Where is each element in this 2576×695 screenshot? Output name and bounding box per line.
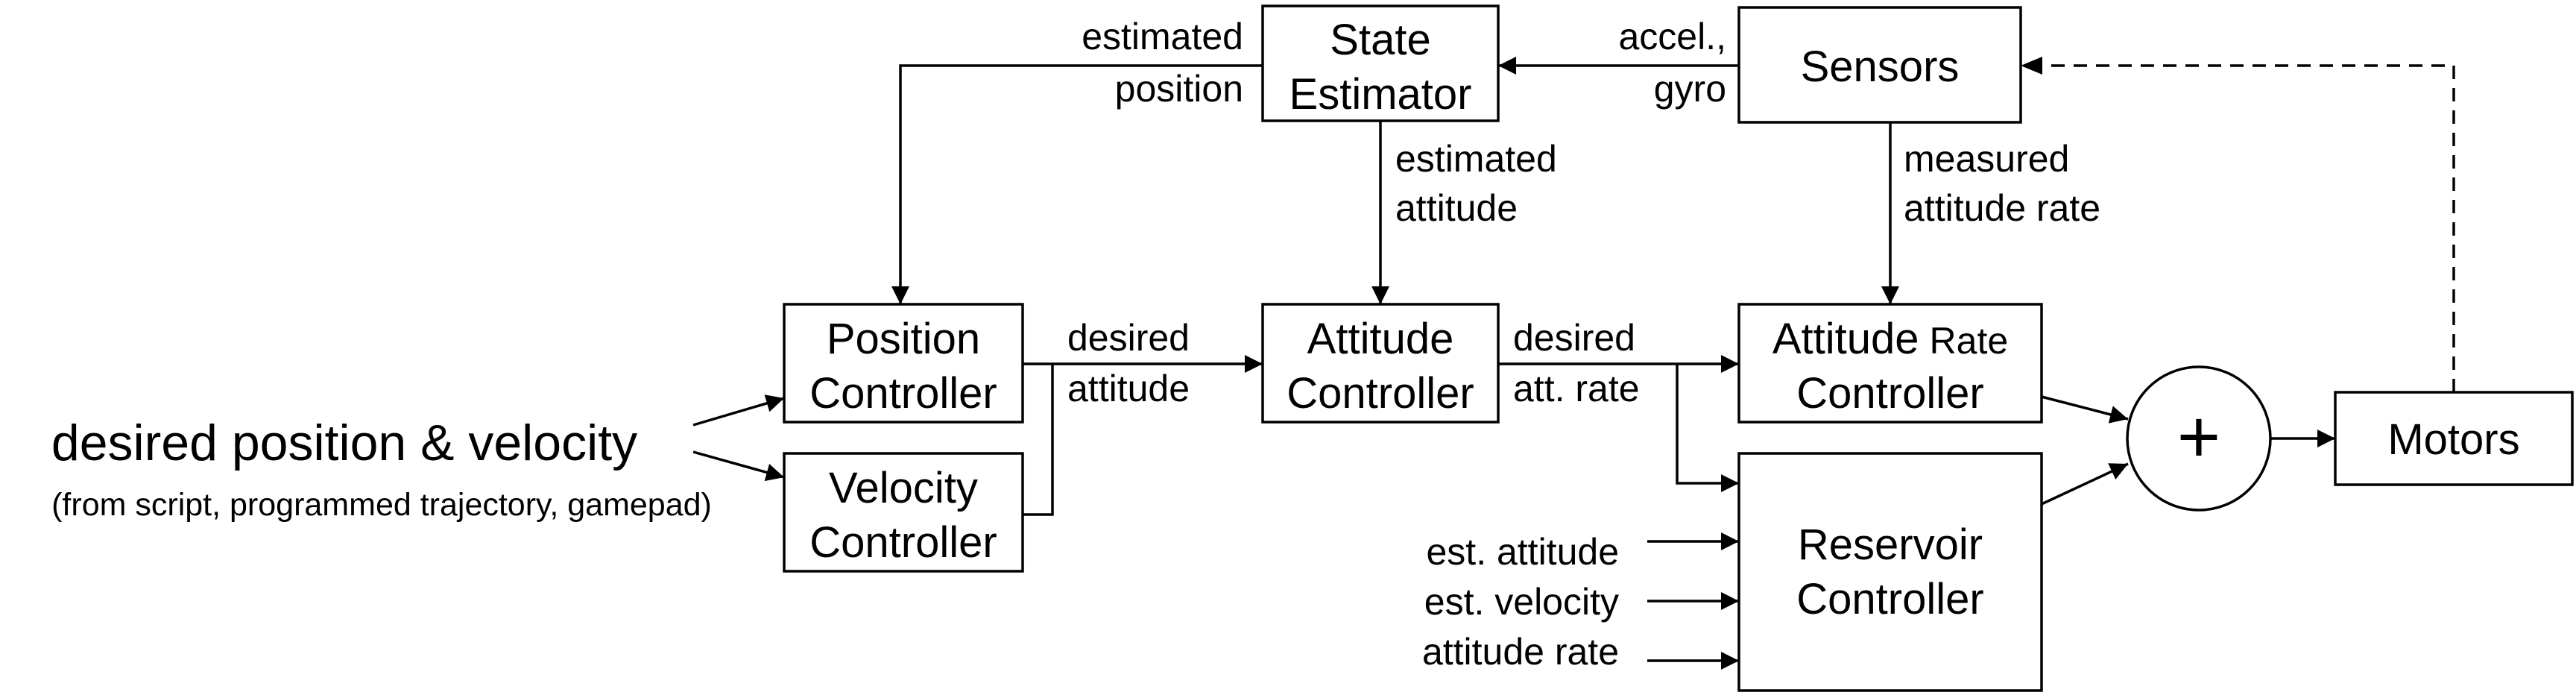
velocity-controller-block: Velocity Controller — [783, 452, 1024, 573]
rate-controller-to-summer-arrow — [2041, 395, 2129, 424]
attitude-controller-label-1: Attitude — [1307, 315, 1454, 363]
state-estimator-label-2: Estimator — [1289, 70, 1472, 119]
position-controller-label-2: Controller — [809, 369, 997, 418]
connections — [692, 57, 2455, 670]
reservoir-controller-block: Reservoir Controller — [1737, 452, 2043, 692]
reservoir-to-summer-arrow — [2041, 462, 2129, 506]
estimated-position-label-2: position — [1115, 68, 1243, 110]
sensors-label: Sensors — [1801, 43, 1960, 91]
desired-attitude-label-1: desired — [1067, 317, 1190, 359]
state-estimator-label-1: State — [1330, 16, 1430, 64]
summing-junction: + — [2126, 365, 2272, 512]
desired-rate-label-2: att. rate — [1513, 368, 1640, 409]
attitude-rate-label: attitude rate — [1422, 631, 1619, 673]
desired-rate-label-1: desired — [1513, 317, 1635, 359]
est-attitude-label: est. attitude — [1427, 531, 1620, 573]
estimated-attitude-label-2: attitude — [1395, 187, 1518, 229]
velocity-controller-label-1: Velocity — [829, 464, 978, 512]
accel-gyro-label-1: accel., — [1618, 16, 1726, 57]
sensors-block: Sensors — [1737, 6, 2022, 124]
input-to-position-arrow — [692, 394, 785, 427]
velocity-merge-line — [1023, 364, 1054, 516]
desired-attitude-label-2: attitude — [1067, 368, 1190, 409]
input-subtitle: (from script, programmed trajectory, gam… — [51, 487, 712, 523]
reservoir-controller-label-2: Controller — [1796, 575, 1983, 623]
motors-to-sensors-arrowhead — [2021, 57, 2042, 75]
motors-label: Motors — [2387, 415, 2519, 464]
accel-gyro-label-2: gyro — [1654, 68, 1726, 110]
reservoir-controller-label-1: Reservoir — [1798, 521, 1983, 569]
summing-junction-plus: + — [2177, 395, 2220, 479]
input-title: desired position & velocity — [51, 415, 637, 471]
estimated-attitude-label-1: estimated — [1395, 138, 1557, 180]
motors-block: Motors — [2334, 391, 2574, 486]
measured-rate-label-1: measured — [1904, 138, 2069, 180]
input-to-velocity-arrow — [692, 450, 785, 482]
desired-rate-to-reservoir-arrow — [1676, 364, 1739, 492]
est-velocity-label: est. velocity — [1424, 581, 1619, 623]
signal-labels: estimated position accel., gyro estimate… — [51, 16, 2100, 673]
velocity-controller-label-2: Controller — [809, 518, 997, 567]
estimated-position-label-1: estimated — [1082, 16, 1243, 57]
attitude-controller-label-2: Controller — [1287, 369, 1474, 418]
position-controller-label-1: Position — [827, 315, 980, 363]
attitude-rate-controller-label-2: Controller — [1796, 369, 1983, 418]
estimated-position-arrow — [891, 64, 1263, 304]
position-controller-block: Position Controller — [783, 303, 1024, 424]
motors-to-sensors-dashed-line — [2021, 64, 2455, 392]
measured-rate-label-2: attitude rate — [1904, 187, 2100, 229]
state-estimator-block: State Estimator — [1261, 4, 1500, 122]
attitude-controller-block: Attitude Controller — [1261, 303, 1500, 424]
